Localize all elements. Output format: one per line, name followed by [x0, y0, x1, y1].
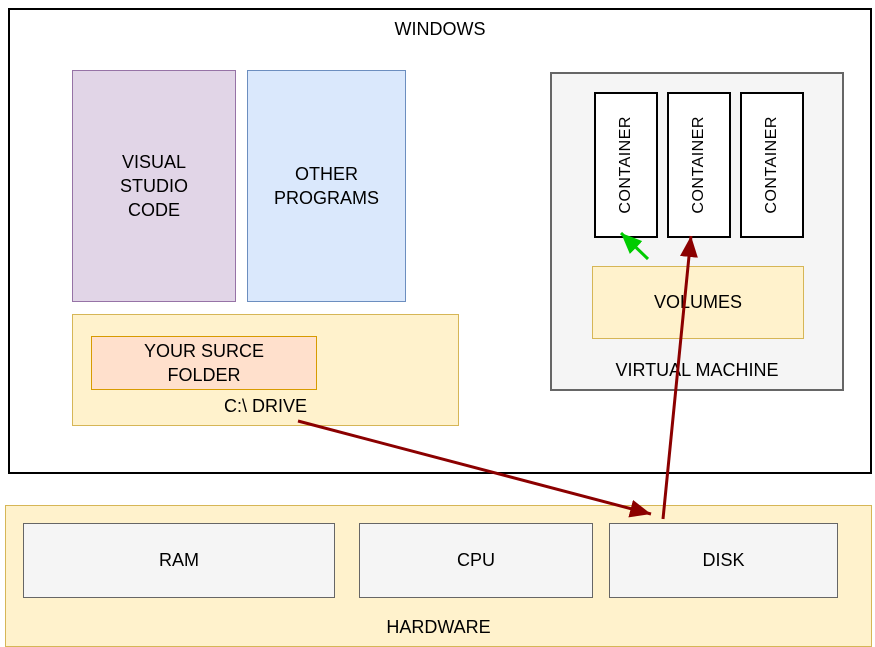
cpu-label: CPU: [456, 550, 495, 571]
other-programs-box: OTHER PROGRAMS: [247, 70, 406, 302]
ram-box: RAM: [23, 523, 335, 598]
hardware-label: HARDWARE: [386, 617, 491, 637]
source-folder-label: YOUR SURCE FOLDER: [143, 340, 264, 385]
container-label-2: CONTAINER: [690, 116, 708, 214]
ram-label: RAM: [159, 550, 199, 571]
volumes-label: VOLUMES: [653, 292, 743, 313]
container-box-1: CONTAINER: [594, 92, 658, 238]
c-drive-label: C:\ DRIVE: [223, 396, 307, 416]
hardware-box: RAM CPU DISK HARDWARE: [5, 505, 872, 647]
disk-box: DISK: [609, 523, 838, 598]
source-folder-box: YOUR SURCE FOLDER: [91, 336, 317, 390]
volumes-box: VOLUMES: [592, 266, 804, 339]
visual-studio-code-label: VISUAL STUDIO CODE: [119, 151, 188, 221]
cpu-box: CPU: [359, 523, 593, 598]
c-drive-box: YOUR SURCE FOLDER C:\ DRIVE: [72, 314, 459, 426]
container-box-2: CONTAINER: [667, 92, 731, 238]
windows-label: WINDOWS: [394, 19, 486, 39]
visual-studio-code-box: VISUAL STUDIO CODE: [72, 70, 236, 302]
container-label-1: CONTAINER: [617, 116, 635, 214]
virtual-machine-box: CONTAINER CONTAINER CONTAINER VOLUMES VI…: [550, 72, 844, 391]
container-label-3: CONTAINER: [763, 116, 781, 214]
disk-label: DISK: [702, 550, 745, 571]
virtual-machine-label: VIRTUAL MACHINE: [615, 360, 779, 380]
other-programs-label: OTHER PROGRAMS: [273, 163, 379, 208]
container-box-3: CONTAINER: [740, 92, 804, 238]
windows-box: WINDOWS VISUAL STUDIO CODE OTHER PROGRAM…: [8, 8, 872, 474]
